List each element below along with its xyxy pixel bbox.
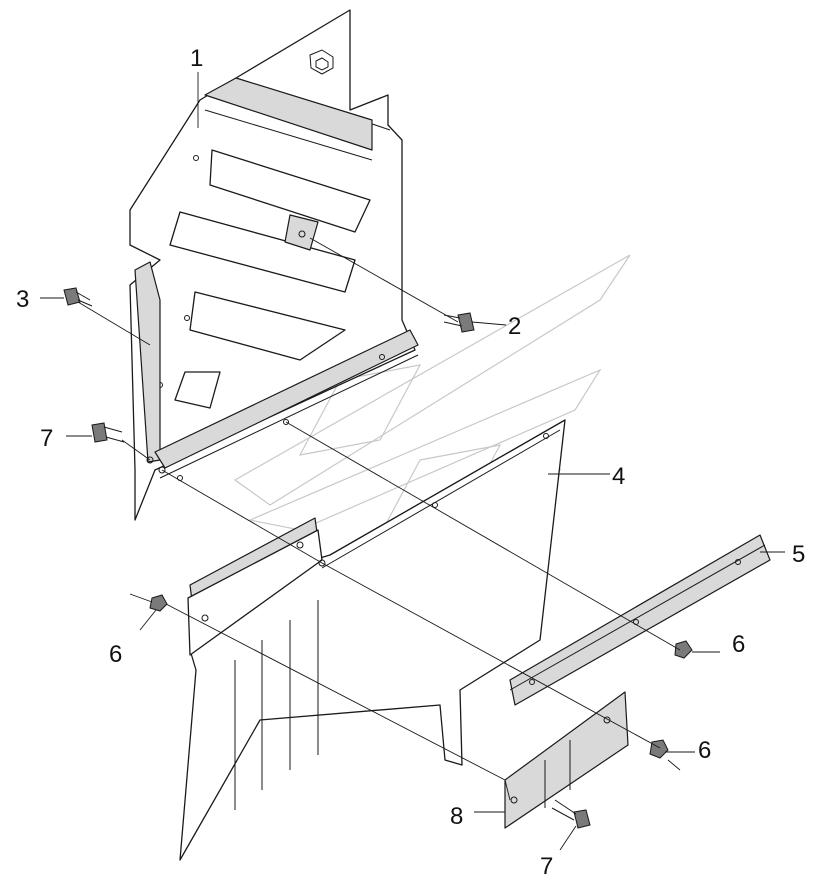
bolt-part-3 [63,287,93,307]
bracket-panel-part-1 [129,9,419,521]
bolt-part-2 [443,312,475,333]
callout-7-lower: 7 [540,853,553,880]
bracket-strip-upper [187,517,326,656]
nut-part-6-left [149,594,168,612]
leader-lines [40,72,785,851]
callout-4: 4 [612,463,625,490]
callout-6-left: 6 [109,641,122,668]
bolt-part-7-upper [91,422,125,443]
callout-1: 1 [190,45,203,72]
callout-2: 2 [508,313,521,340]
callout-6-lower: 6 [698,737,711,764]
rail-strip-part-5 [509,534,771,706]
bolt-part-7-lower [551,799,591,829]
mudguard-sheet-part-4 [179,419,566,861]
nut-part-6-lower [649,739,669,759]
callout-3: 3 [16,286,29,313]
callout-8: 8 [450,803,463,830]
callout-7-upper: 7 [40,425,53,452]
bracket-part-8 [504,691,629,829]
nut-part-6-right [674,640,693,659]
callout-labels: 1 2 3 4 5 6 6 6 7 7 8 [16,45,805,880]
callout-5: 5 [792,541,805,568]
callout-6-right: 6 [732,631,745,658]
